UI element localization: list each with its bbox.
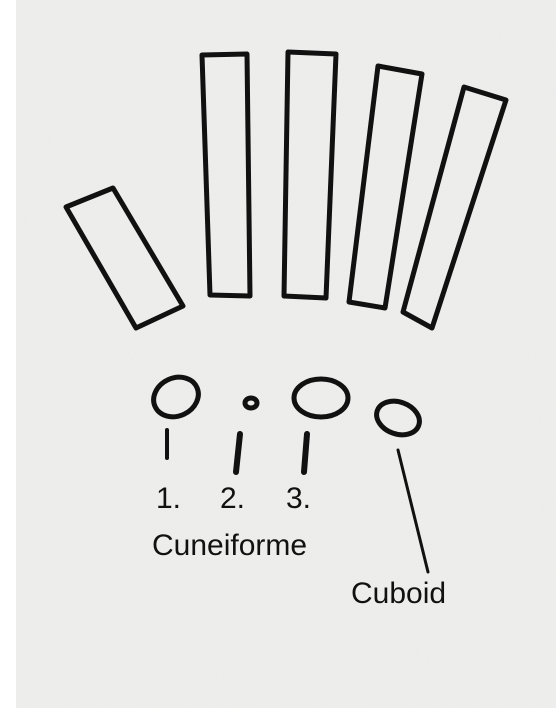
label-cuneiforme: Cuneiforme (152, 531, 307, 561)
label-cuneiform-3: 3. (286, 484, 311, 514)
label-cuneiform-2: 2. (220, 484, 245, 514)
leader-line-3 (304, 434, 307, 472)
label-cuboid: Cuboid (351, 579, 446, 609)
label-cuneiform-1: 1. (156, 484, 181, 514)
leader-line-2 (236, 434, 240, 472)
